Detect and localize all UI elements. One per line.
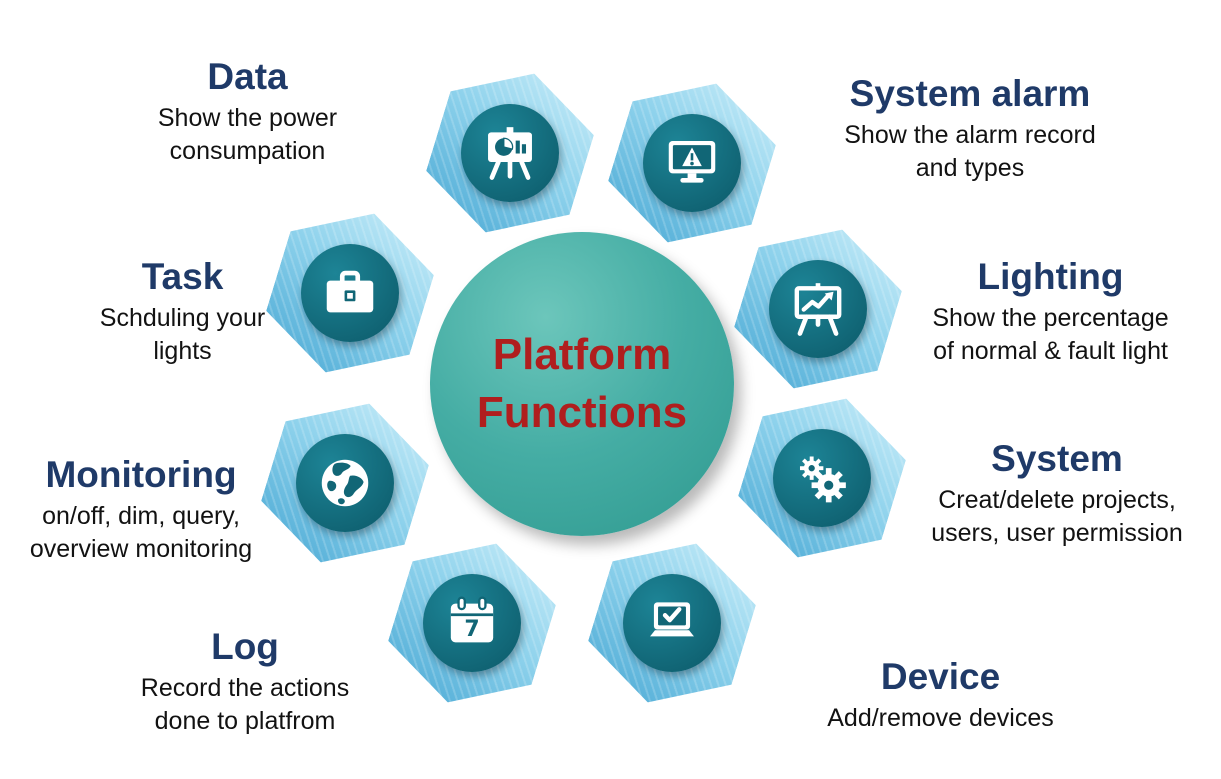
function-description: Schduling your lights bbox=[99, 304, 266, 366]
globe-icon bbox=[296, 434, 394, 532]
function-description: Show the alarm record and types bbox=[844, 121, 1096, 183]
trend-chart-easel-icon bbox=[769, 260, 867, 358]
label-block-log: Log Record the actions done to platfrom bbox=[100, 625, 390, 738]
presentation-pie-chart-icon bbox=[461, 104, 559, 202]
label-block-system: System Creat/delete projects, users, use… bbox=[893, 437, 1221, 550]
function-title: System alarm bbox=[849, 73, 1091, 114]
function-title: Lighting bbox=[977, 256, 1124, 297]
gears-icon bbox=[773, 429, 871, 527]
function-description: Record the actions done to platfrom bbox=[140, 674, 350, 736]
hex-item-log: 7 bbox=[397, 540, 547, 706]
label-block-lighting: Lighting Show the percentage of normal &… bbox=[880, 255, 1221, 368]
label-block-data: Data Show the power consumpation bbox=[105, 55, 390, 168]
alarm-monitor-icon bbox=[643, 114, 741, 212]
svg-text:7: 7 bbox=[464, 617, 479, 642]
function-title: Device bbox=[880, 656, 1001, 697]
hex-item-data bbox=[435, 70, 585, 236]
label-block-task: Task Schduling your lights bbox=[55, 255, 310, 368]
label-block-monitoring: Monitoring on/off, dim, query, overview … bbox=[0, 453, 282, 566]
laptop-check-icon bbox=[623, 574, 721, 672]
hex-item-system-alarm bbox=[617, 80, 767, 246]
function-description: Show the power consumpation bbox=[157, 104, 338, 166]
hex-item-monitoring bbox=[270, 400, 420, 566]
function-description: Creat/delete projects, users, user permi… bbox=[931, 486, 1183, 548]
function-title: Data bbox=[207, 56, 288, 97]
hex-item-task bbox=[275, 210, 425, 376]
function-description: Add/remove devices bbox=[827, 704, 1054, 733]
label-block-device: Device Add/remove devices bbox=[778, 655, 1103, 735]
center-circle: Platform Functions bbox=[430, 232, 734, 536]
function-description: Show the percentage of normal & fault li… bbox=[932, 304, 1169, 366]
function-title: System bbox=[991, 438, 1123, 479]
label-block-system-alarm: System alarm Show the alarm record and t… bbox=[795, 72, 1145, 185]
hex-item-device bbox=[597, 540, 747, 706]
function-title: Task bbox=[141, 256, 224, 297]
briefcase-icon bbox=[301, 244, 399, 342]
function-description: on/off, dim, query, overview monitoring bbox=[29, 502, 253, 564]
calendar-icon: 7 bbox=[423, 574, 521, 672]
center-title-line1: Platform bbox=[492, 329, 672, 379]
hex-item-lighting bbox=[743, 226, 893, 392]
hex-item-system bbox=[747, 395, 897, 561]
function-title: Monitoring bbox=[45, 454, 237, 495]
center-title-line2: Functions bbox=[476, 388, 688, 437]
function-title: Log bbox=[211, 626, 279, 667]
